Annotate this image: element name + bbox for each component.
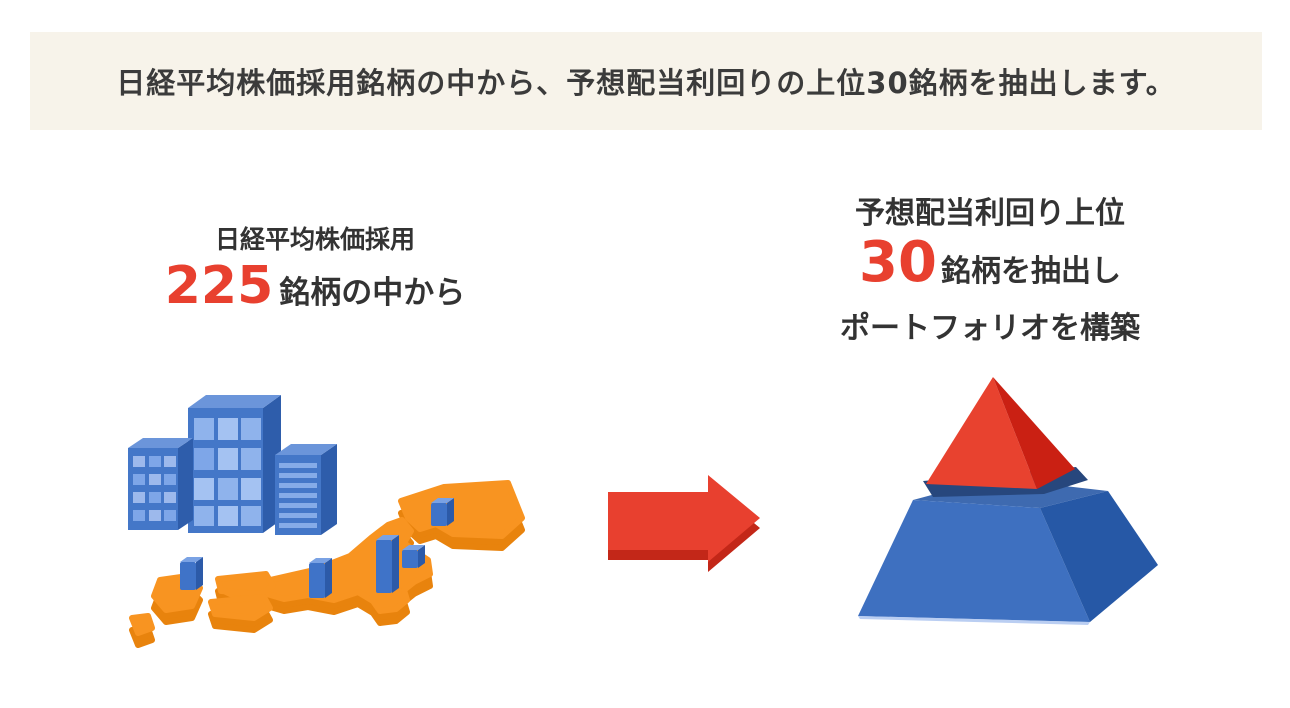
pyramid-bottom-highlight xyxy=(858,616,1090,625)
buildings-japan-map-illustration xyxy=(128,395,525,648)
right-count-line: 30 銘柄を抽出し xyxy=(810,232,1170,302)
right-arrow-icon xyxy=(608,475,760,572)
left-count-225: 225 xyxy=(164,256,274,316)
header-banner: 日経平均株価採用銘柄の中から、予想配当利回りの上位30銘柄を抽出します。 xyxy=(30,32,1262,130)
right-line1: 予想配当利回り上位 xyxy=(855,196,1125,231)
building-middle-icon xyxy=(188,395,281,533)
pyramid-red-side xyxy=(993,377,1075,489)
right-count-suffix: 銘柄を抽出し xyxy=(940,254,1121,289)
left-count-line: 225 銘柄の中から xyxy=(155,256,475,322)
left-label: 日経平均株価採用 xyxy=(214,225,415,254)
pyramid-right-face xyxy=(1040,491,1158,622)
building-right-icon xyxy=(275,444,337,535)
building-left-icon xyxy=(128,438,193,530)
left-count-suffix: 銘柄の中から xyxy=(279,275,466,311)
pyramid-illustration xyxy=(858,377,1158,625)
pyramid-red-front xyxy=(926,377,1037,489)
map-columns-icon xyxy=(180,498,454,598)
header-text: 日経平均株価採用銘柄の中から、予想配当利回りの上位30銘柄を抽出します。 xyxy=(116,66,1176,100)
pyramid-front-face xyxy=(858,500,1090,622)
right-line3: ポートフォリオを構築 xyxy=(840,311,1140,346)
right-count-30: 30 xyxy=(859,230,937,295)
